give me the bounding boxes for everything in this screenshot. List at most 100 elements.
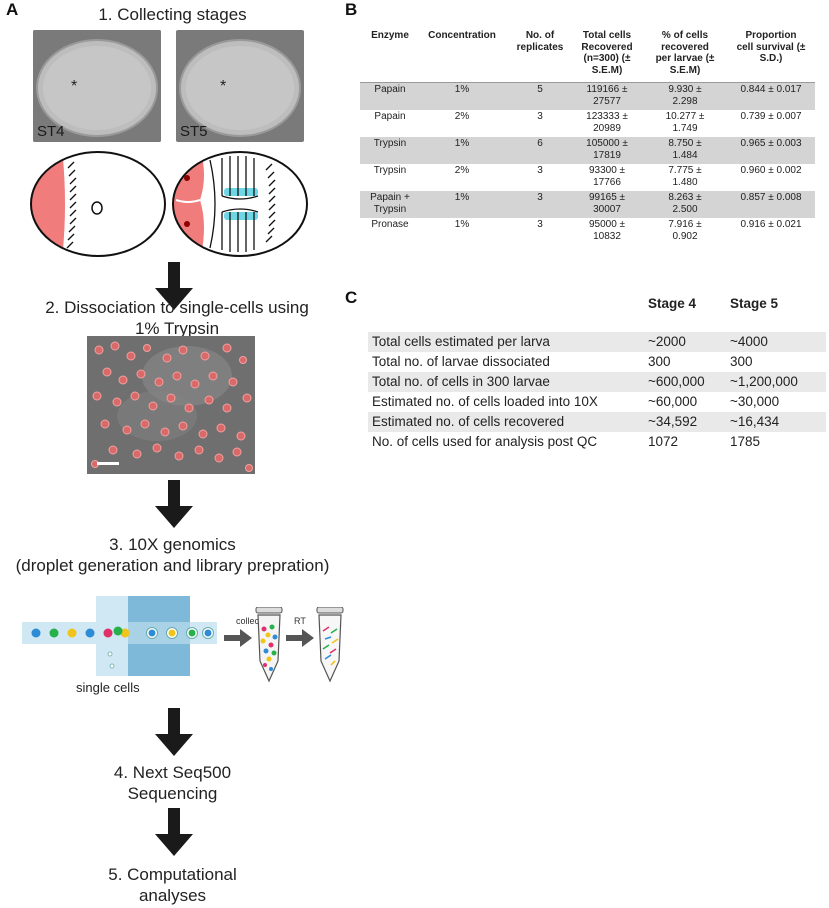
table-row: Trypsin 1% 6 105000 ±17819 8.750 ±1.484 … [360, 137, 815, 164]
table-row: Total no. of larvae dissociated 300 300 [368, 352, 826, 372]
table-row: No. of cells used for analysis post QC 1… [368, 432, 826, 452]
step-4-line2: Sequencing [127, 784, 218, 803]
value-stage-4: ~600,000 [648, 374, 705, 389]
cell-total: 93300 ±17766 [588, 165, 626, 188]
cell-reps: 3 [537, 111, 543, 122]
cell-pct: 9.930 ±2.298 [668, 84, 702, 107]
photo-label-st4: ST4 [37, 123, 65, 140]
panel-a-letter: A [6, 0, 19, 19]
step-2-line1: 2. Dissociation to single-cells using [45, 298, 309, 317]
embryo-outline-st5 [176, 30, 304, 142]
step-1-title: 1. Collecting stages [40, 4, 305, 25]
value-stage-5: ~30,000 [730, 394, 780, 409]
header-enzyme: Enzyme [371, 30, 409, 41]
cell-pct: 10.277 ±1.749 [665, 111, 705, 134]
anterior-region [31, 152, 65, 256]
arrow-right-icon-rt [286, 629, 314, 647]
cell-total: 123333 ±20989 [586, 111, 628, 134]
schematic-st5 [172, 151, 308, 257]
down-arrow-icon-4 [155, 808, 193, 856]
step-5-line1: 5. Computational [108, 865, 237, 884]
single-cells-label: single cells [76, 680, 140, 695]
step-1-text: 1. Collecting stages [98, 5, 247, 24]
embryo-outline-st4 [33, 30, 161, 142]
value-stage-5: ~4000 [730, 334, 768, 349]
droplet-microfluidics-diagram [22, 596, 217, 676]
cell-enzyme: Pronase [371, 219, 409, 230]
step-3-title: 3. 10X genomics (droplet generation and … [0, 534, 345, 576]
table-row: Trypsin 2% 3 93300 ±17766 7.775 ±1.480 0… [360, 164, 815, 191]
asterisk-st4: * [71, 78, 78, 95]
cells-scatter [87, 336, 255, 474]
cell-reps: 5 [537, 84, 543, 95]
cell-enzyme: Papain [374, 111, 406, 122]
header-rule [360, 82, 815, 83]
cell-pct: 8.263 ±2.500 [668, 192, 702, 215]
blastopore [91, 201, 103, 215]
photo-label-st5: ST5 [180, 123, 208, 140]
neural-cells [224, 188, 258, 220]
row-label: Total cells estimated per larva [372, 334, 550, 349]
cell-conc: 1% [454, 138, 470, 149]
cell-pct: 8.750 ±1.484 [668, 138, 702, 161]
cell-reps: 3 [537, 192, 543, 203]
down-arrow-icon-3 [155, 708, 193, 756]
cell-reps: 6 [537, 138, 543, 149]
cell-enzyme: Papain [374, 84, 406, 95]
table-row: Estimated no. of cells loaded into 10X ~… [368, 392, 826, 412]
cell-enzyme: Papain +Trypsin [370, 192, 410, 215]
cell-conc: 2% [454, 165, 470, 176]
down-arrow-icon-2 [155, 480, 193, 528]
cell-enzyme: Trypsin [373, 138, 407, 149]
cell-conc: 1% [454, 219, 470, 230]
value-stage-4: 300 [648, 354, 671, 369]
cell-conc: 1% [454, 192, 470, 203]
tube-before-rt-icon [255, 607, 283, 683]
table-row: Papain +Trypsin 1% 3 99165 ±30007 8.263 … [360, 191, 815, 218]
arrow-right-icon-collect [224, 629, 252, 647]
collect-label: collect [236, 616, 262, 626]
panel-c-letter: C [345, 288, 358, 307]
asterisk-st5: * [220, 78, 227, 95]
cell-enzyme: Trypsin [373, 165, 407, 176]
header-concentration: Concentration [428, 30, 496, 41]
table-row: Papain 1% 5 119166 ±27577 9.930 ±2.298 0… [360, 83, 815, 110]
cell-total: 105000 ±17819 [586, 138, 628, 161]
table-row: Pronase 1% 3 95000 ±10832 7.916 ±0.902 0… [360, 218, 815, 245]
step-3-line2: (droplet generation and library preprati… [15, 556, 330, 575]
cell-total: 99165 ±30007 [588, 192, 626, 215]
cell-conc: 2% [454, 111, 470, 122]
step-4-title: 4. Next Seq500 Sequencing [40, 762, 305, 804]
embryo-photo-st4: * ST4 [33, 30, 161, 142]
row-label: Estimated no. of cells recovered [372, 414, 565, 429]
cell-reps: 3 [537, 219, 543, 230]
value-stage-4: 1072 [648, 434, 679, 449]
value-stage-4: ~60,000 [648, 394, 698, 409]
scale-bar [97, 462, 119, 465]
cell-surv: 0.844 ± 0.017 [740, 84, 802, 95]
schematic-st4 [30, 151, 166, 257]
down-arrow-icon-1 [155, 262, 193, 310]
rt-label: RT [294, 616, 306, 626]
row-label: Total no. of cells in 300 larvae [372, 374, 550, 389]
cell-surv: 0.857 ± 0.008 [740, 192, 802, 203]
cell-pct: 7.775 ±1.480 [668, 165, 702, 188]
row-label: Estimated no. of cells loaded into 10X [372, 394, 598, 409]
cell-total: 95000 ±10832 [588, 219, 626, 242]
dissociated-cells-image [87, 336, 255, 474]
step-5-title: 5. Computational analyses [40, 864, 305, 906]
tube-after-rt-icon [316, 607, 344, 683]
value-stage-4: ~34,592 [648, 414, 698, 429]
table-row: Total no. of cells in 300 larvae ~600,00… [368, 372, 826, 392]
value-stage-5: 300 [730, 354, 753, 369]
cell-surv: 0.916 ± 0.021 [740, 219, 802, 230]
table-row: Total cells estimated per larva ~2000 ~4… [368, 332, 826, 352]
cell-conc: 1% [454, 84, 470, 95]
cell-pct: 7.916 ±0.902 [668, 219, 702, 242]
header-stage-5: Stage 5 [730, 296, 779, 311]
table-row: Estimated no. of cells recovered ~34,592… [368, 412, 826, 432]
